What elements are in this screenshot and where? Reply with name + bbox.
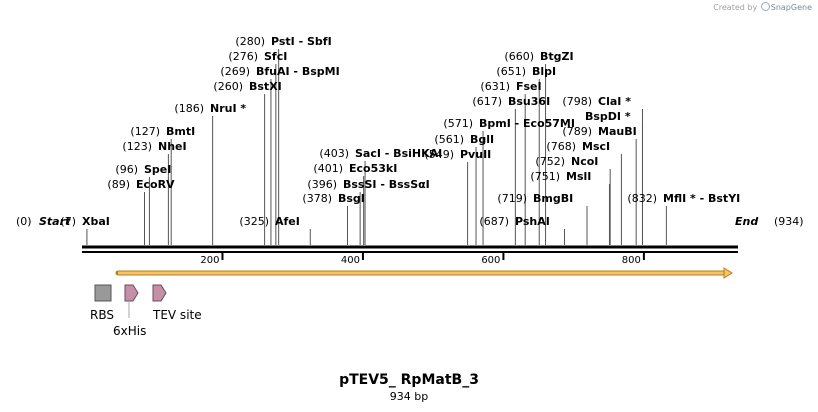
features: RBS 6xHis TEV site	[90, 284, 202, 338]
site-name: MslI	[566, 170, 591, 183]
ruler-tick-label: 200	[200, 255, 219, 266]
site-name: SacI - BsiHKAI	[355, 147, 442, 160]
site-position: (549)	[424, 148, 454, 161]
site-name: BmtI	[166, 125, 195, 138]
start-label: Start	[39, 215, 71, 228]
ruler-ticks: 200 400 600 800	[200, 252, 645, 266]
site-name: XbaI	[82, 215, 110, 228]
site-position: (186)	[174, 102, 204, 115]
site-name: SfcI	[264, 50, 287, 63]
site-name: PvuII	[460, 148, 491, 161]
site-position: (651)	[496, 65, 526, 78]
site-name: MauBI	[598, 125, 637, 138]
site-name: PshAI	[515, 215, 550, 228]
site-position: (401)	[313, 162, 343, 175]
site-position: (687)	[479, 215, 509, 228]
rbs-feature	[94, 284, 112, 302]
site-name: BsgI	[338, 192, 365, 205]
site-position: (798)	[562, 95, 592, 108]
site-position: (123)	[122, 140, 152, 153]
ruler-tick-label: 400	[341, 255, 360, 266]
site-position: (127)	[130, 125, 160, 138]
map-length: 934 bp	[389, 390, 429, 403]
tev-site-feature	[152, 284, 167, 302]
site-name: BspDI *	[585, 110, 631, 123]
site-name: NruI *	[210, 102, 246, 115]
site-position: (617)	[472, 95, 502, 108]
site-name: Eco53kI	[349, 162, 397, 175]
site-name: BglI	[470, 133, 494, 146]
credit-prefix: Created by	[713, 3, 758, 12]
site-name: BpmI - Eco57MI	[479, 117, 575, 130]
site-position: (719)	[497, 192, 527, 205]
orf-arrow	[115, 267, 733, 279]
site-position: (89)	[107, 178, 130, 191]
site-position: (752)	[535, 155, 565, 168]
snapgene-credit: Created by SnapGene	[713, 2, 812, 12]
6xhis-feature	[124, 284, 139, 302]
site-name: NcoI	[571, 155, 598, 168]
site-position: (96)	[115, 163, 138, 176]
site-name: BstXI	[249, 80, 282, 93]
end-label: End	[735, 215, 758, 228]
map-title: pTEV5_ RpMatB_3	[339, 372, 479, 388]
rbs-label: RBS	[90, 308, 114, 322]
site-position: (378)	[302, 192, 332, 205]
start-position: (0)	[16, 215, 32, 228]
orf-arrowhead	[723, 267, 733, 279]
dna-backbone	[82, 245, 738, 253]
site-position: (396)	[307, 178, 337, 191]
site-name: AfeI	[275, 215, 300, 228]
sequence-ends: (0) Start End (934)	[16, 215, 804, 228]
site-labels: (7) XbaI (89) EcoRV (96) SpeI (123) NheI (127) Bm…	[60, 35, 740, 228]
site-name: ClaI *	[598, 95, 631, 108]
site-name: PstI - SbfI	[271, 35, 332, 48]
site-position: (660)	[504, 50, 534, 63]
site-position: (571)	[443, 117, 473, 130]
site-position: (561)	[434, 133, 464, 146]
site-name: BssSI - BssSαI	[343, 178, 430, 191]
site-position: (751)	[530, 170, 560, 183]
site-name: SpeI	[144, 163, 171, 176]
site-name: FseI	[516, 80, 542, 93]
site-name: MscI	[582, 140, 610, 153]
site-position: (789)	[562, 125, 592, 138]
site-name: MflI * - BstYI	[663, 192, 740, 205]
site-position: (832)	[627, 192, 657, 205]
6xhis-label: 6xHis	[113, 324, 146, 338]
site-name: BmgBI	[533, 192, 573, 205]
ruler-tick-label: 800	[622, 255, 641, 266]
site-name: BfuAI - BspMI	[256, 65, 340, 78]
site-connector-lines	[86, 49, 667, 245]
site-position: (768)	[546, 140, 576, 153]
site-position: (631)	[480, 80, 510, 93]
site-position: (276)	[228, 50, 258, 63]
site-position: (269)	[220, 65, 250, 78]
snapgene-logo-icon	[760, 2, 770, 11]
site-name: NheI	[158, 140, 187, 153]
credit-brand: SnapGene	[770, 3, 812, 12]
site-position: (403)	[319, 147, 349, 160]
tev-site-label: TEV site	[152, 308, 202, 322]
site-name: Bsu36I	[508, 95, 550, 108]
site-position: (325)	[239, 215, 269, 228]
site-position: (260)	[213, 80, 243, 93]
site-name: BlpI	[532, 65, 556, 78]
ruler-tick-label: 600	[481, 255, 500, 266]
site-name: BtgZI	[540, 50, 574, 63]
site-name: EcoRV	[136, 178, 175, 191]
site-position: (280)	[235, 35, 265, 48]
site-position: (7)	[60, 215, 76, 228]
end-position: (934)	[774, 215, 804, 228]
